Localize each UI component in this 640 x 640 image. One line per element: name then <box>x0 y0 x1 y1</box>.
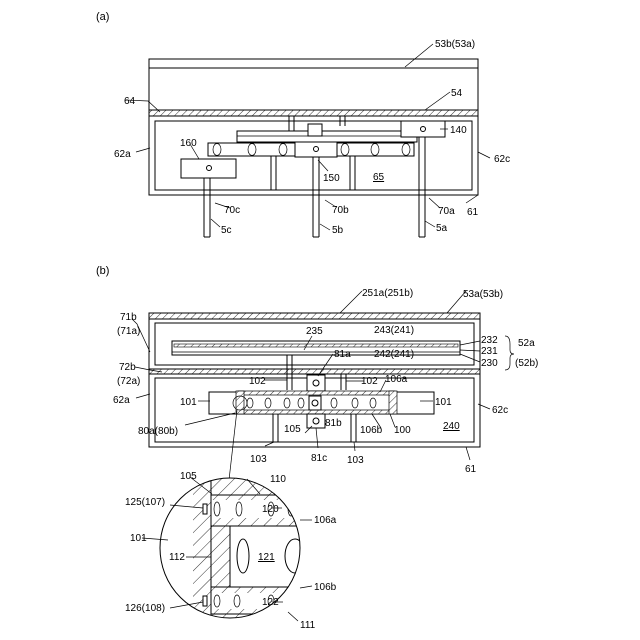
label-111: 111 <box>300 620 316 631</box>
label-243: 243(241) <box>374 325 414 336</box>
separator-plate <box>149 369 480 374</box>
label-71a: (71a) <box>117 326 140 337</box>
label-70a: 70a <box>438 206 455 217</box>
label-102-right: 102 <box>361 376 378 387</box>
upper-housing-53b <box>149 59 478 110</box>
label-102-left: 102 <box>249 376 266 387</box>
label-61-a: 61 <box>467 207 479 218</box>
label-251a: 251a(251b) <box>362 288 413 299</box>
label-70b: 70b <box>332 205 349 216</box>
label-54: 54 <box>451 88 463 99</box>
label-101-right: 101 <box>435 397 452 408</box>
label-81b: 81b <box>325 418 342 429</box>
panel-a-tag: (a) <box>96 11 109 23</box>
label-235: 235 <box>306 326 323 337</box>
label-81c: 81c <box>311 453 327 464</box>
label-81a: 81a <box>334 349 351 360</box>
detail-magnified-view: 105 110 125(107) 120 106a 101 112 121 10… <box>125 471 337 631</box>
label-80a: 80a(80b) <box>138 426 178 437</box>
pipe-5c <box>204 178 210 237</box>
perforated-bar-upper <box>237 131 417 142</box>
label-65: 65 <box>373 172 385 183</box>
label-106b-b: 106b <box>360 425 383 436</box>
pipe-5b <box>313 157 319 237</box>
label-5a: 5a <box>436 223 448 234</box>
label-140: 140 <box>450 125 467 136</box>
label-106a-b: 106a <box>385 374 408 385</box>
label-105-b: 105 <box>284 424 301 435</box>
partition-plate-64 <box>149 110 478 116</box>
tube-assembly-100 <box>209 391 434 414</box>
connector-81a <box>307 375 325 391</box>
label-62a: 62a <box>114 149 131 160</box>
label-106a-detail: 106a <box>314 515 337 526</box>
connector-81b <box>307 414 325 428</box>
label-72b: 72b <box>119 362 136 373</box>
label-52a: 52a <box>518 338 535 349</box>
label-231: 231 <box>481 346 498 357</box>
label-62c: 62c <box>494 154 510 165</box>
label-5c: 5c <box>221 225 232 236</box>
label-112: 112 <box>169 552 185 563</box>
panel-b: (b) <box>96 265 538 480</box>
center-connector <box>308 124 322 136</box>
pipe-5a <box>419 137 425 237</box>
label-53a: 53a(53b) <box>463 289 503 300</box>
label-110: 110 <box>270 474 286 485</box>
label-230: 230 <box>481 358 498 369</box>
label-52b: (52b) <box>515 358 538 369</box>
label-53b: 53b(53a) <box>435 39 475 50</box>
label-105-detail: 105 <box>180 471 197 482</box>
label-61-b: 61 <box>465 464 477 475</box>
label-120: 120 <box>262 504 279 515</box>
label-240: 240 <box>443 421 460 432</box>
label-5b: 5b <box>332 225 344 236</box>
panel-b-tag: (b) <box>96 265 109 277</box>
block-160 <box>181 159 236 178</box>
label-62c-b: 62c <box>492 405 508 416</box>
label-100: 100 <box>394 425 411 436</box>
label-72a: (72a) <box>117 376 140 387</box>
label-103-left: 103 <box>250 454 267 465</box>
label-121: 121 <box>258 552 275 563</box>
label-106b-detail: 106b <box>314 582 337 593</box>
label-150: 150 <box>323 173 340 184</box>
label-70c: 70c <box>224 205 240 216</box>
plate-assembly-52a <box>172 341 460 355</box>
label-64: 64 <box>124 96 136 107</box>
label-101-left: 101 <box>180 397 197 408</box>
label-71b: 71b <box>120 312 137 323</box>
label-242: 242(241) <box>374 349 414 360</box>
label-62a-b: 62a <box>113 395 130 406</box>
label-103-right: 103 <box>347 455 364 466</box>
label-126: 126(108) <box>125 603 165 614</box>
label-125: 125(107) <box>125 497 165 508</box>
brace-52a <box>505 336 514 370</box>
label-122: 122 <box>262 597 279 608</box>
label-232: 232 <box>481 335 498 346</box>
panel-a: (a) <box>96 11 510 237</box>
label-160: 160 <box>180 138 197 149</box>
block-140 <box>401 121 445 137</box>
block-150 <box>295 142 337 157</box>
label-101-detail: 101 <box>130 533 147 544</box>
